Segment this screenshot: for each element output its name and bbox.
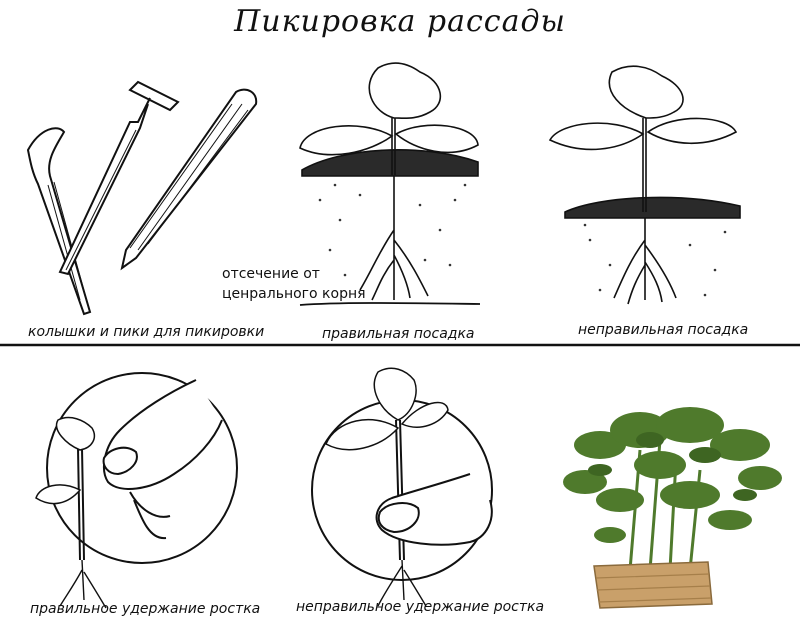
- soil-mound: [301, 149, 479, 177]
- caption-incorrect-planting: неправильная посадка: [578, 322, 749, 338]
- true-leaf: [373, 367, 417, 421]
- tools-illustration: [26, 80, 258, 316]
- finger: [129, 491, 171, 540]
- incorrect-planting-illustration: [548, 65, 741, 305]
- curved-dibber: [26, 127, 92, 316]
- annotation-line-1: отсечение от: [222, 266, 320, 282]
- roots: [377, 559, 427, 607]
- true-leaf: [55, 416, 96, 451]
- caption-tools: колышки и пики для пикировки: [28, 324, 265, 340]
- correct-planting-illustration: [299, 62, 481, 306]
- soil-mound: [564, 196, 741, 219]
- plant-stems: [628, 439, 702, 571]
- tomato-seedlings-photo: [563, 407, 782, 609]
- cotyledon-right: [394, 124, 479, 154]
- cotyledon-left: [299, 125, 394, 156]
- caption-correct-planting: правильная посадка: [322, 326, 475, 342]
- roots: [359, 176, 429, 301]
- caption-correct-holding: правильное удержание ростка: [30, 601, 261, 617]
- true-leaf: [368, 62, 442, 120]
- correct-holding-illustration: [35, 372, 238, 609]
- caption-incorrect-holding: неправильное удержание ростка: [296, 599, 545, 615]
- basket: [593, 561, 713, 609]
- diagram-title: Пикировка рассады: [234, 4, 566, 39]
- roots: [59, 559, 107, 609]
- cotyledon-right: [400, 401, 449, 428]
- incorrect-holding-illustration: [311, 367, 493, 607]
- soil-texture: [318, 183, 467, 277]
- thumb-nail: [377, 502, 420, 534]
- root-cut-line: [299, 302, 481, 306]
- root-cut-annotation: отсечение от ценрального корня: [222, 264, 366, 304]
- cotyledon: [35, 484, 82, 505]
- annotation-line-2: ценрального корня: [222, 286, 366, 302]
- seedling-stem: [77, 447, 85, 561]
- soil-texture: [583, 223, 727, 297]
- thumb-nail: [102, 446, 138, 476]
- foliage-shade: [588, 432, 757, 501]
- cotyledon-left: [325, 419, 400, 451]
- t-handle-dibber: [128, 80, 180, 112]
